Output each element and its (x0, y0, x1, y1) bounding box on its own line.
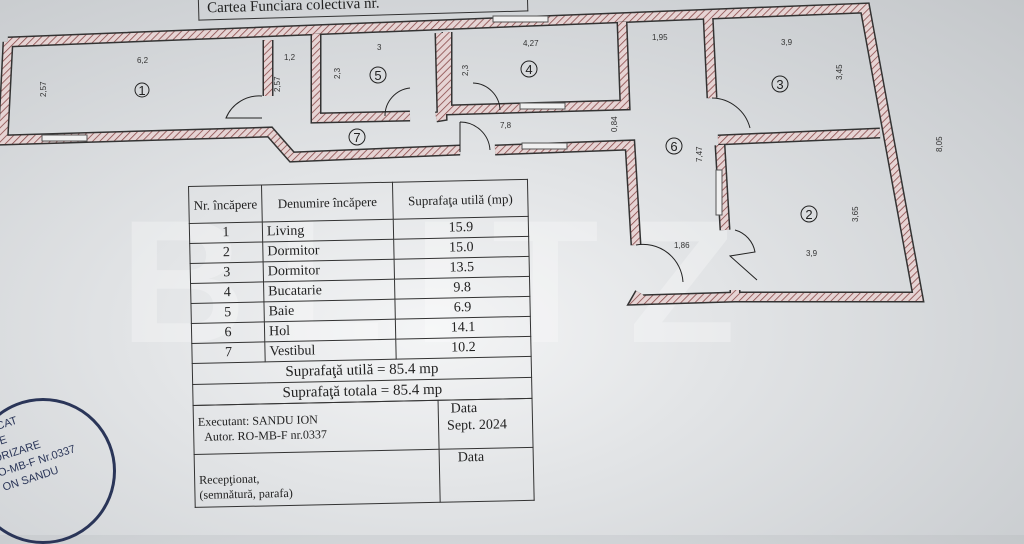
date-value: Sept. 2024 (446, 417, 508, 434)
svg-text:2,3: 2,3 (333, 67, 342, 79)
svg-text:1,2: 1,2 (284, 53, 296, 62)
room-nr: 5 (190, 301, 265, 324)
svg-text:1: 1 (138, 83, 145, 98)
svg-text:8,05: 8,05 (935, 136, 944, 152)
room-nr: 2 (189, 241, 264, 264)
room-labels: 1 2 3 4 5 6 7 (134, 60, 818, 223)
svg-text:1,86: 1,86 (674, 241, 690, 250)
svg-text:0,84: 0,84 (610, 116, 619, 132)
window (715, 169, 723, 216)
room-area: 14.1 (395, 316, 531, 340)
room-name: Hol (264, 319, 396, 342)
svg-text:3,9: 3,9 (806, 249, 818, 258)
window (519, 102, 566, 110)
svg-text:4,27: 4,27 (523, 39, 539, 48)
svg-text:5: 5 (374, 68, 381, 83)
room-area: 10.2 (395, 336, 532, 360)
svg-text:3,45: 3,45 (835, 64, 844, 80)
svg-text:2,57: 2,57 (39, 81, 48, 97)
room-area: 6.9 (394, 296, 531, 320)
walls (0, 2, 925, 306)
date-label: Data (450, 400, 478, 417)
date-label-2: Data (457, 449, 485, 466)
room-table: Nr. încăpere Denumire încăpere Suprafaţa… (188, 179, 535, 508)
room-area: 13.5 (394, 256, 530, 280)
svg-text:2,3: 2,3 (461, 64, 470, 76)
room-nr: 6 (191, 321, 265, 344)
room-nr: 1 (189, 221, 263, 244)
svg-text:4: 4 (525, 62, 532, 77)
room-area: 15.0 (393, 236, 530, 260)
room-nr: 4 (190, 281, 264, 304)
svg-text:6: 6 (670, 139, 677, 154)
svg-text:7,47: 7,47 (695, 146, 704, 162)
svg-text:3,65: 3,65 (851, 206, 860, 222)
header-area: Suprafaţa utilă (mp) (392, 179, 529, 220)
room-name: Dormitor (262, 239, 395, 262)
svg-text:2: 2 (805, 207, 812, 222)
room-area: 15.9 (393, 216, 529, 240)
room-nr: 3 (190, 261, 264, 284)
svg-text:3,9: 3,9 (781, 38, 793, 47)
room-nr: 7 (191, 341, 266, 364)
window (41, 134, 88, 142)
dimensions: 6,2 2,57 3,9 3,65 3,9 3,45 4,27 2,3 3 2,… (39, 33, 944, 258)
doors (225, 82, 758, 283)
window (492, 15, 549, 23)
svg-text:7,8: 7,8 (500, 121, 512, 130)
room-name: Dormitor (263, 259, 395, 282)
svg-text:3: 3 (377, 43, 382, 52)
svg-text:1,95: 1,95 (652, 33, 668, 42)
room-name: Bucatarie (263, 279, 395, 302)
room-name: Living (262, 219, 394, 242)
header-nr: Nr. încăpere (188, 184, 263, 224)
svg-text:3: 3 (776, 77, 783, 92)
svg-text:7: 7 (353, 130, 360, 145)
svg-text:6,2: 6,2 (137, 56, 149, 65)
window (521, 142, 568, 150)
room-name: Vestibul (264, 339, 397, 362)
room-area: 9.8 (394, 276, 530, 300)
header-name: Denumire încăpere (261, 182, 394, 222)
room-name: Baie (263, 299, 396, 322)
svg-text:2,57: 2,57 (273, 76, 282, 92)
